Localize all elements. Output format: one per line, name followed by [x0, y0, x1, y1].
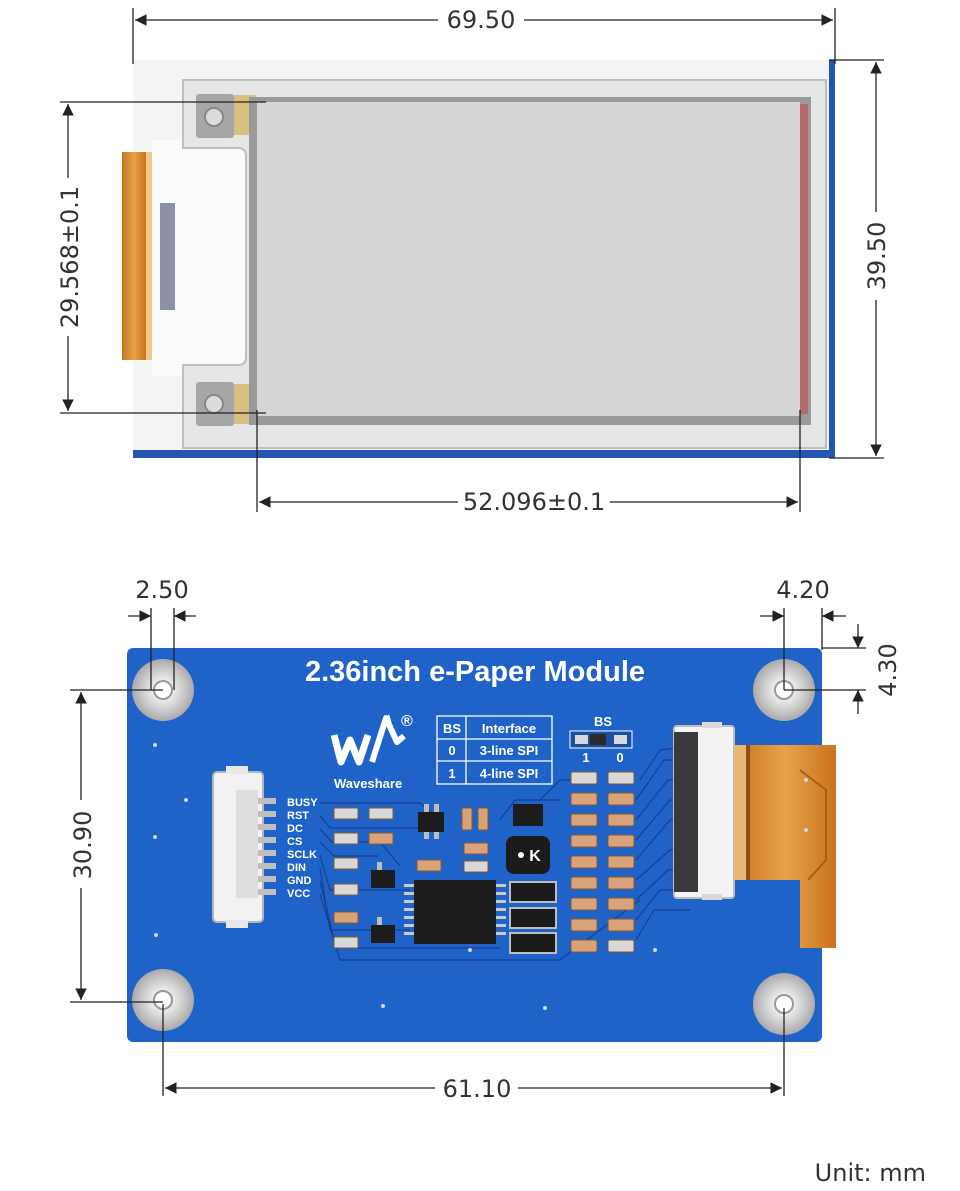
dim-hole-offset-right: 4.20 — [776, 576, 829, 604]
waveshare-logo-icon — [330, 714, 406, 766]
bs-switch-left-label: 1 — [582, 750, 589, 765]
bs-table-row0-interface: 3-line SPI — [480, 743, 539, 758]
dim-hole-offset-top: 4.30 — [874, 643, 902, 696]
dim-active-height: 29.568±0.1 — [56, 186, 84, 328]
mounting-hole-bottom-left — [132, 969, 194, 1031]
active-area — [257, 102, 800, 416]
bs-table-header-interface: Interface — [482, 721, 536, 736]
transistors — [371, 804, 543, 943]
pin-label-cs: CS — [287, 836, 302, 848]
pin-label-gnd: GND — [287, 875, 312, 887]
pin-label-vcc: VCC — [287, 888, 310, 900]
display-top-view — [122, 60, 835, 458]
bs-switch-right-label: 0 — [616, 750, 623, 765]
pin-header — [212, 766, 264, 928]
pin-label-rst: RST — [287, 810, 309, 822]
pin-header-pins — [258, 798, 276, 895]
corner-hole-bottom — [204, 394, 224, 414]
registered-mark: ® — [401, 713, 413, 730]
pin-label-dc: DC — [287, 823, 303, 835]
vias — [153, 743, 808, 1010]
dim-hole-offset-left: 2.50 — [135, 576, 188, 604]
pin-label-din: DIN — [287, 862, 306, 874]
pcb-bottom-view: 2.36inch e-Paper Module ® Waveshare BS I… — [127, 648, 836, 1042]
inductor-mark: K — [529, 848, 541, 865]
bs-table-row1-interface: 4-line SPI — [480, 766, 539, 781]
bs-table-header-bs: BS — [443, 721, 461, 736]
bs-table-row1-bs: 1 — [448, 766, 455, 781]
dim-hole-pitch-vertical: 30.90 — [69, 811, 97, 880]
inductor — [506, 836, 550, 874]
bs-switch-label: BS — [594, 714, 612, 729]
bs-table-row0-bs: 0 — [448, 743, 455, 758]
pin-label-busy: BUSY — [287, 797, 318, 809]
dim-hole-pitch-horizontal: 61.10 — [443, 1075, 512, 1103]
top-dimensions — [60, 8, 884, 512]
pcb-title: 2.36inch e-Paper Module — [305, 656, 645, 688]
dim-active-width: 52.096±0.1 — [463, 488, 605, 516]
fpc-tab — [122, 152, 146, 360]
fpc-connector — [673, 722, 735, 900]
fpc-connector-strip — [160, 203, 175, 310]
unit-label: Unit: mm — [814, 1159, 926, 1187]
dim-top-height: 39.50 — [863, 222, 891, 291]
driver-ic — [404, 880, 506, 944]
pin-label-sclk: SCLK — [287, 849, 317, 861]
bs-table — [436, 715, 553, 785]
brand-name: Waveshare — [334, 776, 402, 791]
corner-hole-top — [204, 107, 224, 127]
bottom-dimensions — [70, 608, 866, 1096]
flex-cable — [734, 745, 836, 948]
capacitor-array — [570, 771, 635, 953]
dim-top-width: 69.50 — [447, 6, 516, 34]
diodes — [509, 881, 557, 954]
passive-components — [333, 807, 489, 949]
